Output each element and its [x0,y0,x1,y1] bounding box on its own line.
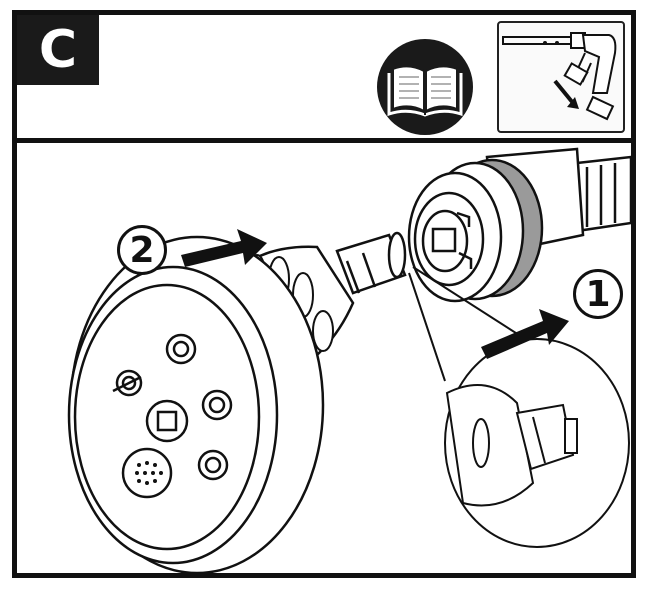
nozzle-head [67,231,407,575]
insert-arrow-1 [481,309,569,359]
open-manual-icon [377,39,473,135]
insert-arrow-2 [181,229,267,267]
nozzle-assembly-drawing [67,147,633,575]
spray-gun-thumbnail [497,21,625,133]
callout-step-2: 2 [117,225,167,275]
gun-coupling [407,147,633,303]
callout-step-1: 1 [573,269,623,319]
assembly-illustration: 2 1 [17,143,633,575]
instruction-panel: C [12,10,636,578]
panel-header: C [17,15,631,143]
detail-magnifier [408,266,630,548]
step-letter-badge: C [17,15,99,85]
spray-gun-illustration [502,32,617,121]
